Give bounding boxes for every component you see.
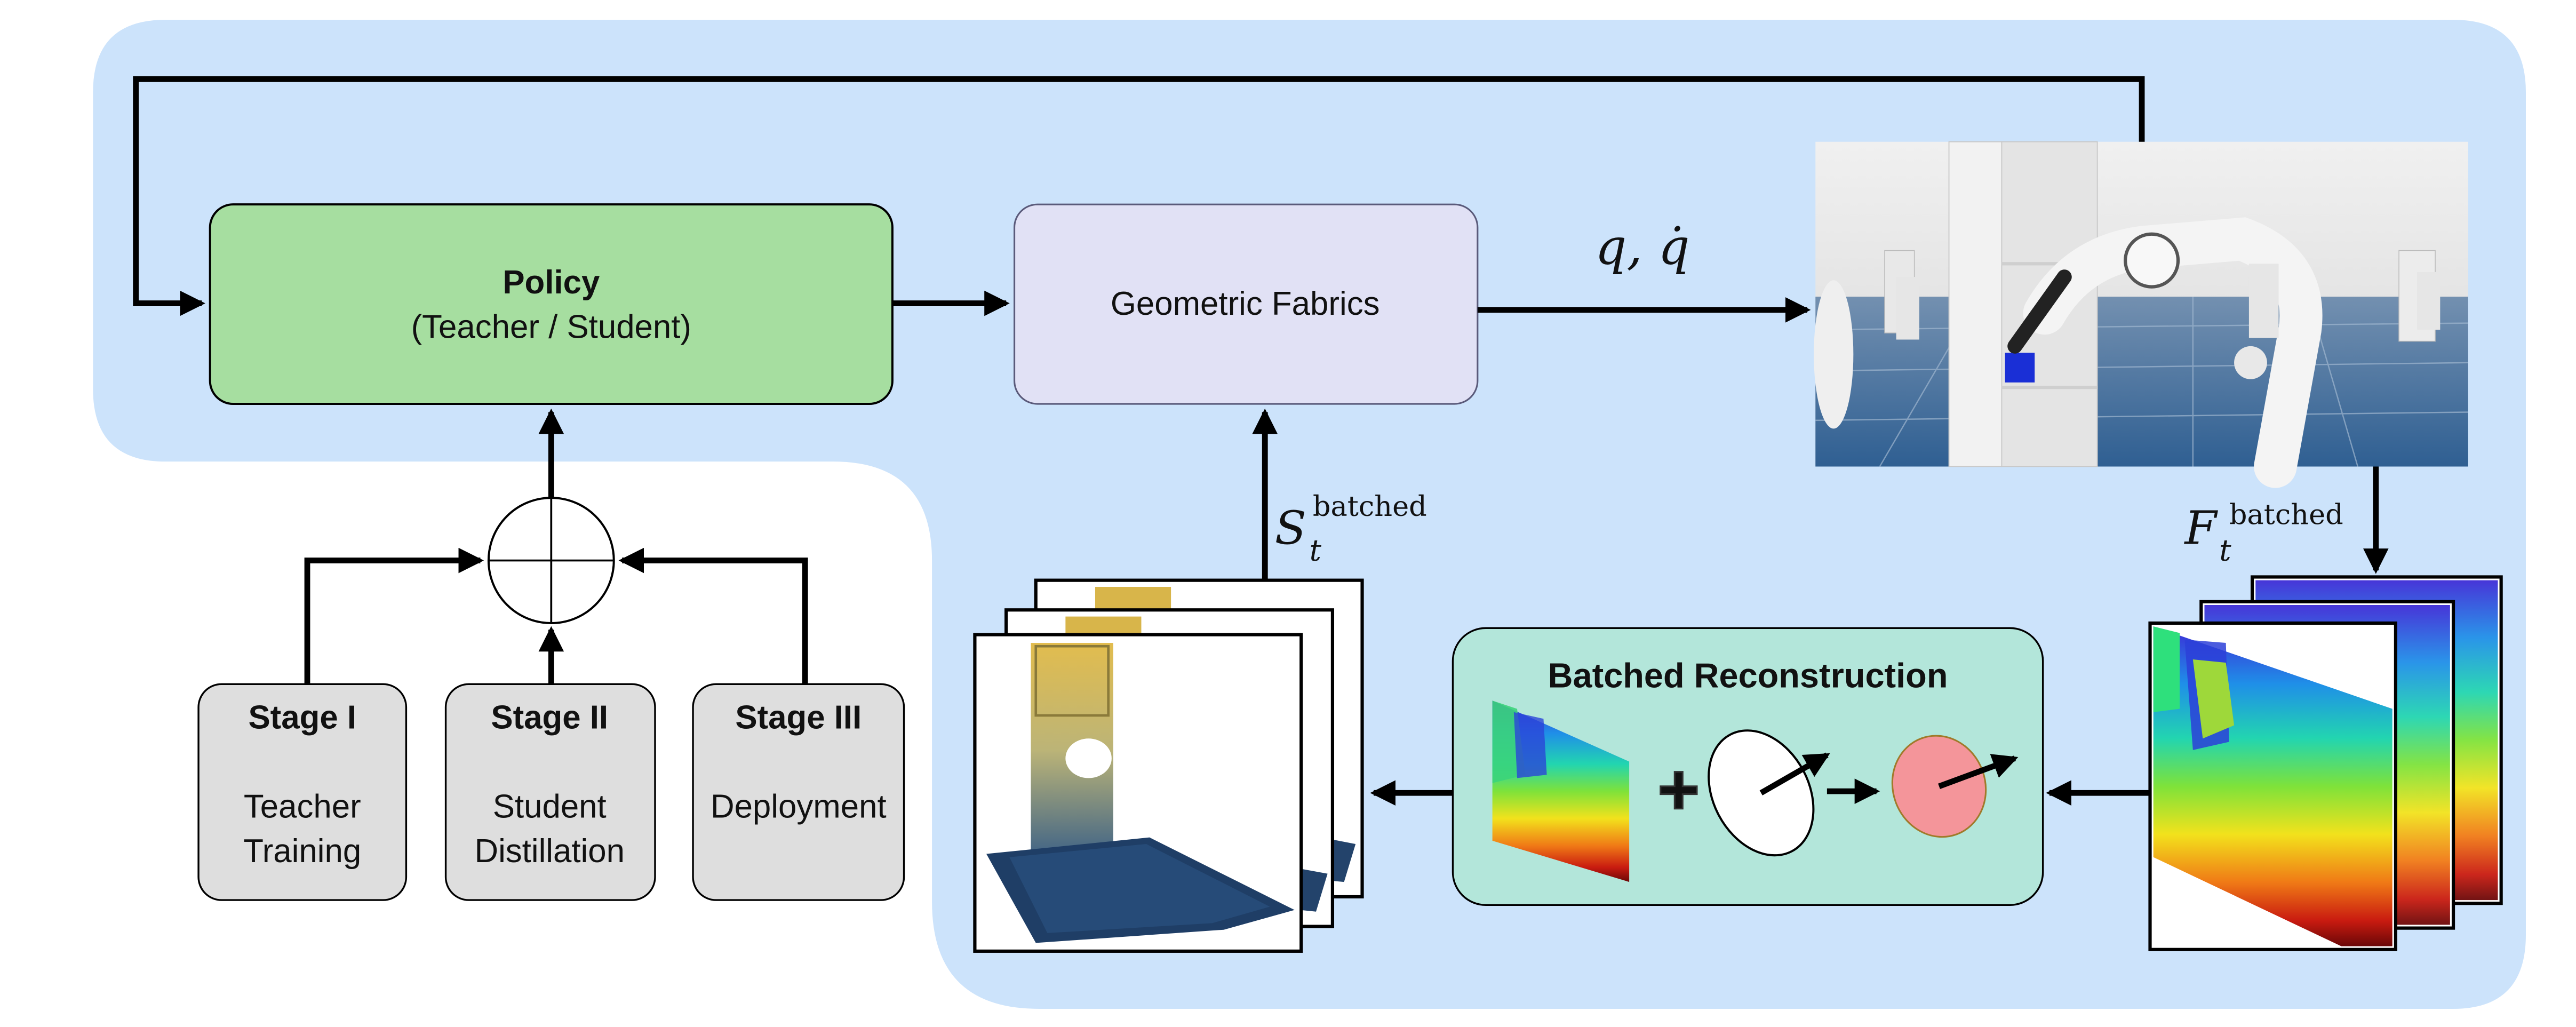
stage-2-title: Stage II [491, 699, 608, 736]
circle-plus-icon [487, 497, 615, 624]
robot-simulation-image [1814, 141, 2468, 488]
geometric-fabrics-node: Geometric Fabrics [1014, 203, 1479, 405]
frame-symbol-base: F [2183, 502, 2218, 555]
scene-symbol-base: S [1275, 502, 1306, 555]
stage-1-line2: Training [243, 833, 361, 870]
policy-subtitle: (Teacher / Student) [411, 308, 691, 345]
point-cloud-image [973, 578, 1364, 953]
fitted-ellipse-icon [1891, 735, 2019, 838]
stage-3-line1: Deployment [711, 789, 887, 825]
depth-frames-stack [2148, 575, 2503, 951]
stage1-to-sum-arrow [304, 547, 484, 684]
stage3-to-sum-arrow [618, 547, 808, 684]
policy-node: Policy (Teacher / Student) [209, 203, 894, 405]
feedback-loop-arrow [133, 76, 2145, 316]
stage-3-title: Stage III [735, 699, 862, 736]
geometric-fabrics-label: Geometric Fabrics [1111, 285, 1380, 322]
frame-symbol-sub: t [2219, 534, 2231, 568]
frame-symbol-label: F t batched [2183, 499, 2343, 568]
stage-2-node: Stage II Student Distillation [444, 683, 656, 901]
stage-2-line1: Student [493, 789, 607, 825]
stage-2-line2: Distillation [474, 833, 625, 870]
joint-state-label: q, q̇ [1595, 218, 1690, 275]
plus-sign: + [1657, 749, 1700, 830]
scene-symbol-sup: batched [1313, 490, 1427, 523]
scene-symbol-label: S t batched [1275, 490, 1427, 568]
depth-map-image [1492, 700, 1630, 882]
batched-reconstruction-title: Batched Reconstruction [1548, 656, 1948, 695]
frame-symbol-sup: batched [2229, 499, 2343, 531]
stage-3-node: Stage III Deployment [692, 683, 905, 901]
scene-symbol-sub: t [1310, 534, 1322, 568]
ellipse-normal-icon [1708, 729, 1830, 857]
stage-1-title: Stage I [248, 699, 356, 736]
stage-1-line1: Teacher [244, 789, 361, 825]
policy-title: Policy [503, 264, 600, 301]
stage-1-node: Stage I Teacher Training [197, 683, 408, 901]
batched-reconstruction-node: Batched Reconstruction + [1452, 627, 2044, 906]
